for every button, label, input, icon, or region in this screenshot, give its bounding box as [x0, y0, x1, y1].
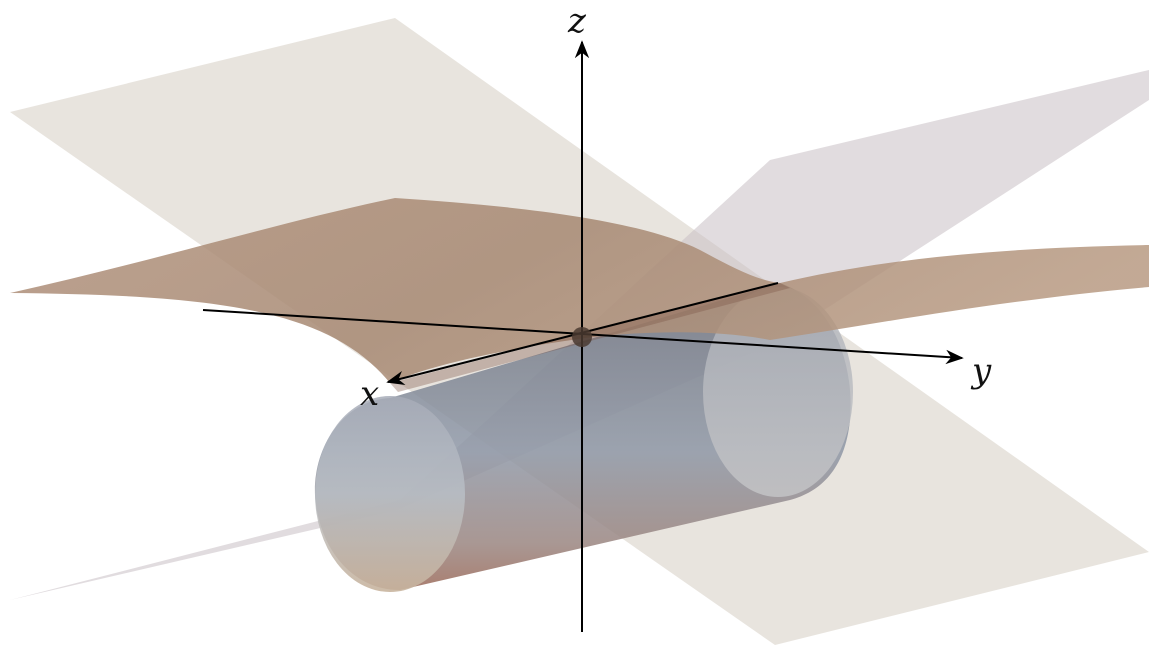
- origin-point: [572, 327, 592, 347]
- z-axis-label: z: [567, 1, 587, 41]
- plane-b-fill: [10, 70, 1149, 600]
- cylinder-cap-right: [703, 287, 853, 497]
- saddle-surface: [10, 198, 1149, 383]
- x-axis-label: x: [360, 374, 379, 414]
- cylinder-cap-left: [315, 396, 465, 592]
- y-axis-label: y: [970, 351, 992, 391]
